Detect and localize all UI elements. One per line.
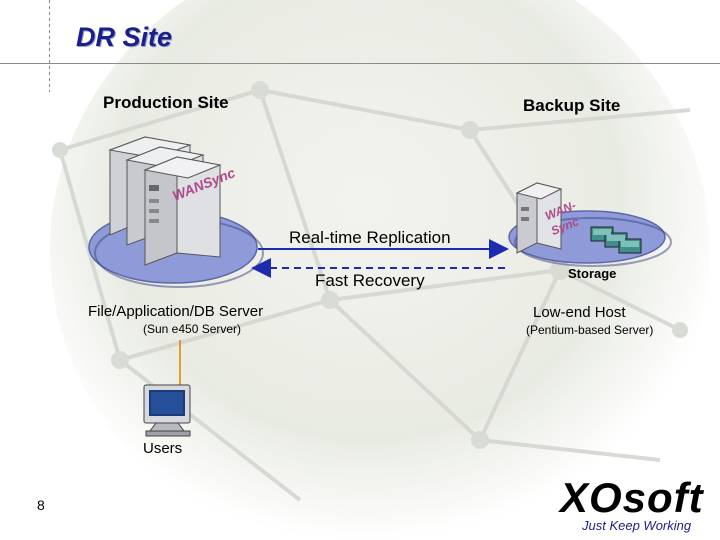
users-label: Users [143,440,183,457]
backup-host-sub: (Pentium-based Server) [526,323,654,337]
backup-host-label: Low-end Host [533,304,626,321]
storage-disks-icon [590,226,642,254]
production-site-label: Production Site [103,93,229,112]
header-dotted-rule [49,0,50,92]
production-server-cluster [88,136,264,288]
production-server-sub: (Sun e450 Server) [143,322,242,336]
backup-site-label: Backup Site [523,96,621,115]
page-title: DR Site [76,22,173,52]
users-computer-icon [143,384,191,437]
brand-tagline: Just Keep Working [582,518,692,533]
server-tower-icon [143,156,222,266]
recovery-label: Fast Recovery [315,271,425,290]
replication-label: Real-time Replication [289,228,451,247]
storage-label: Storage [568,266,617,281]
page-number: 8 [37,497,45,513]
header-rule [0,63,720,64]
production-server-label: File/Application/DB Server [88,303,264,320]
backup-host-cluster [508,182,672,267]
brand-logo: XOsoft [560,474,704,521]
server-tower-icon [515,182,563,254]
